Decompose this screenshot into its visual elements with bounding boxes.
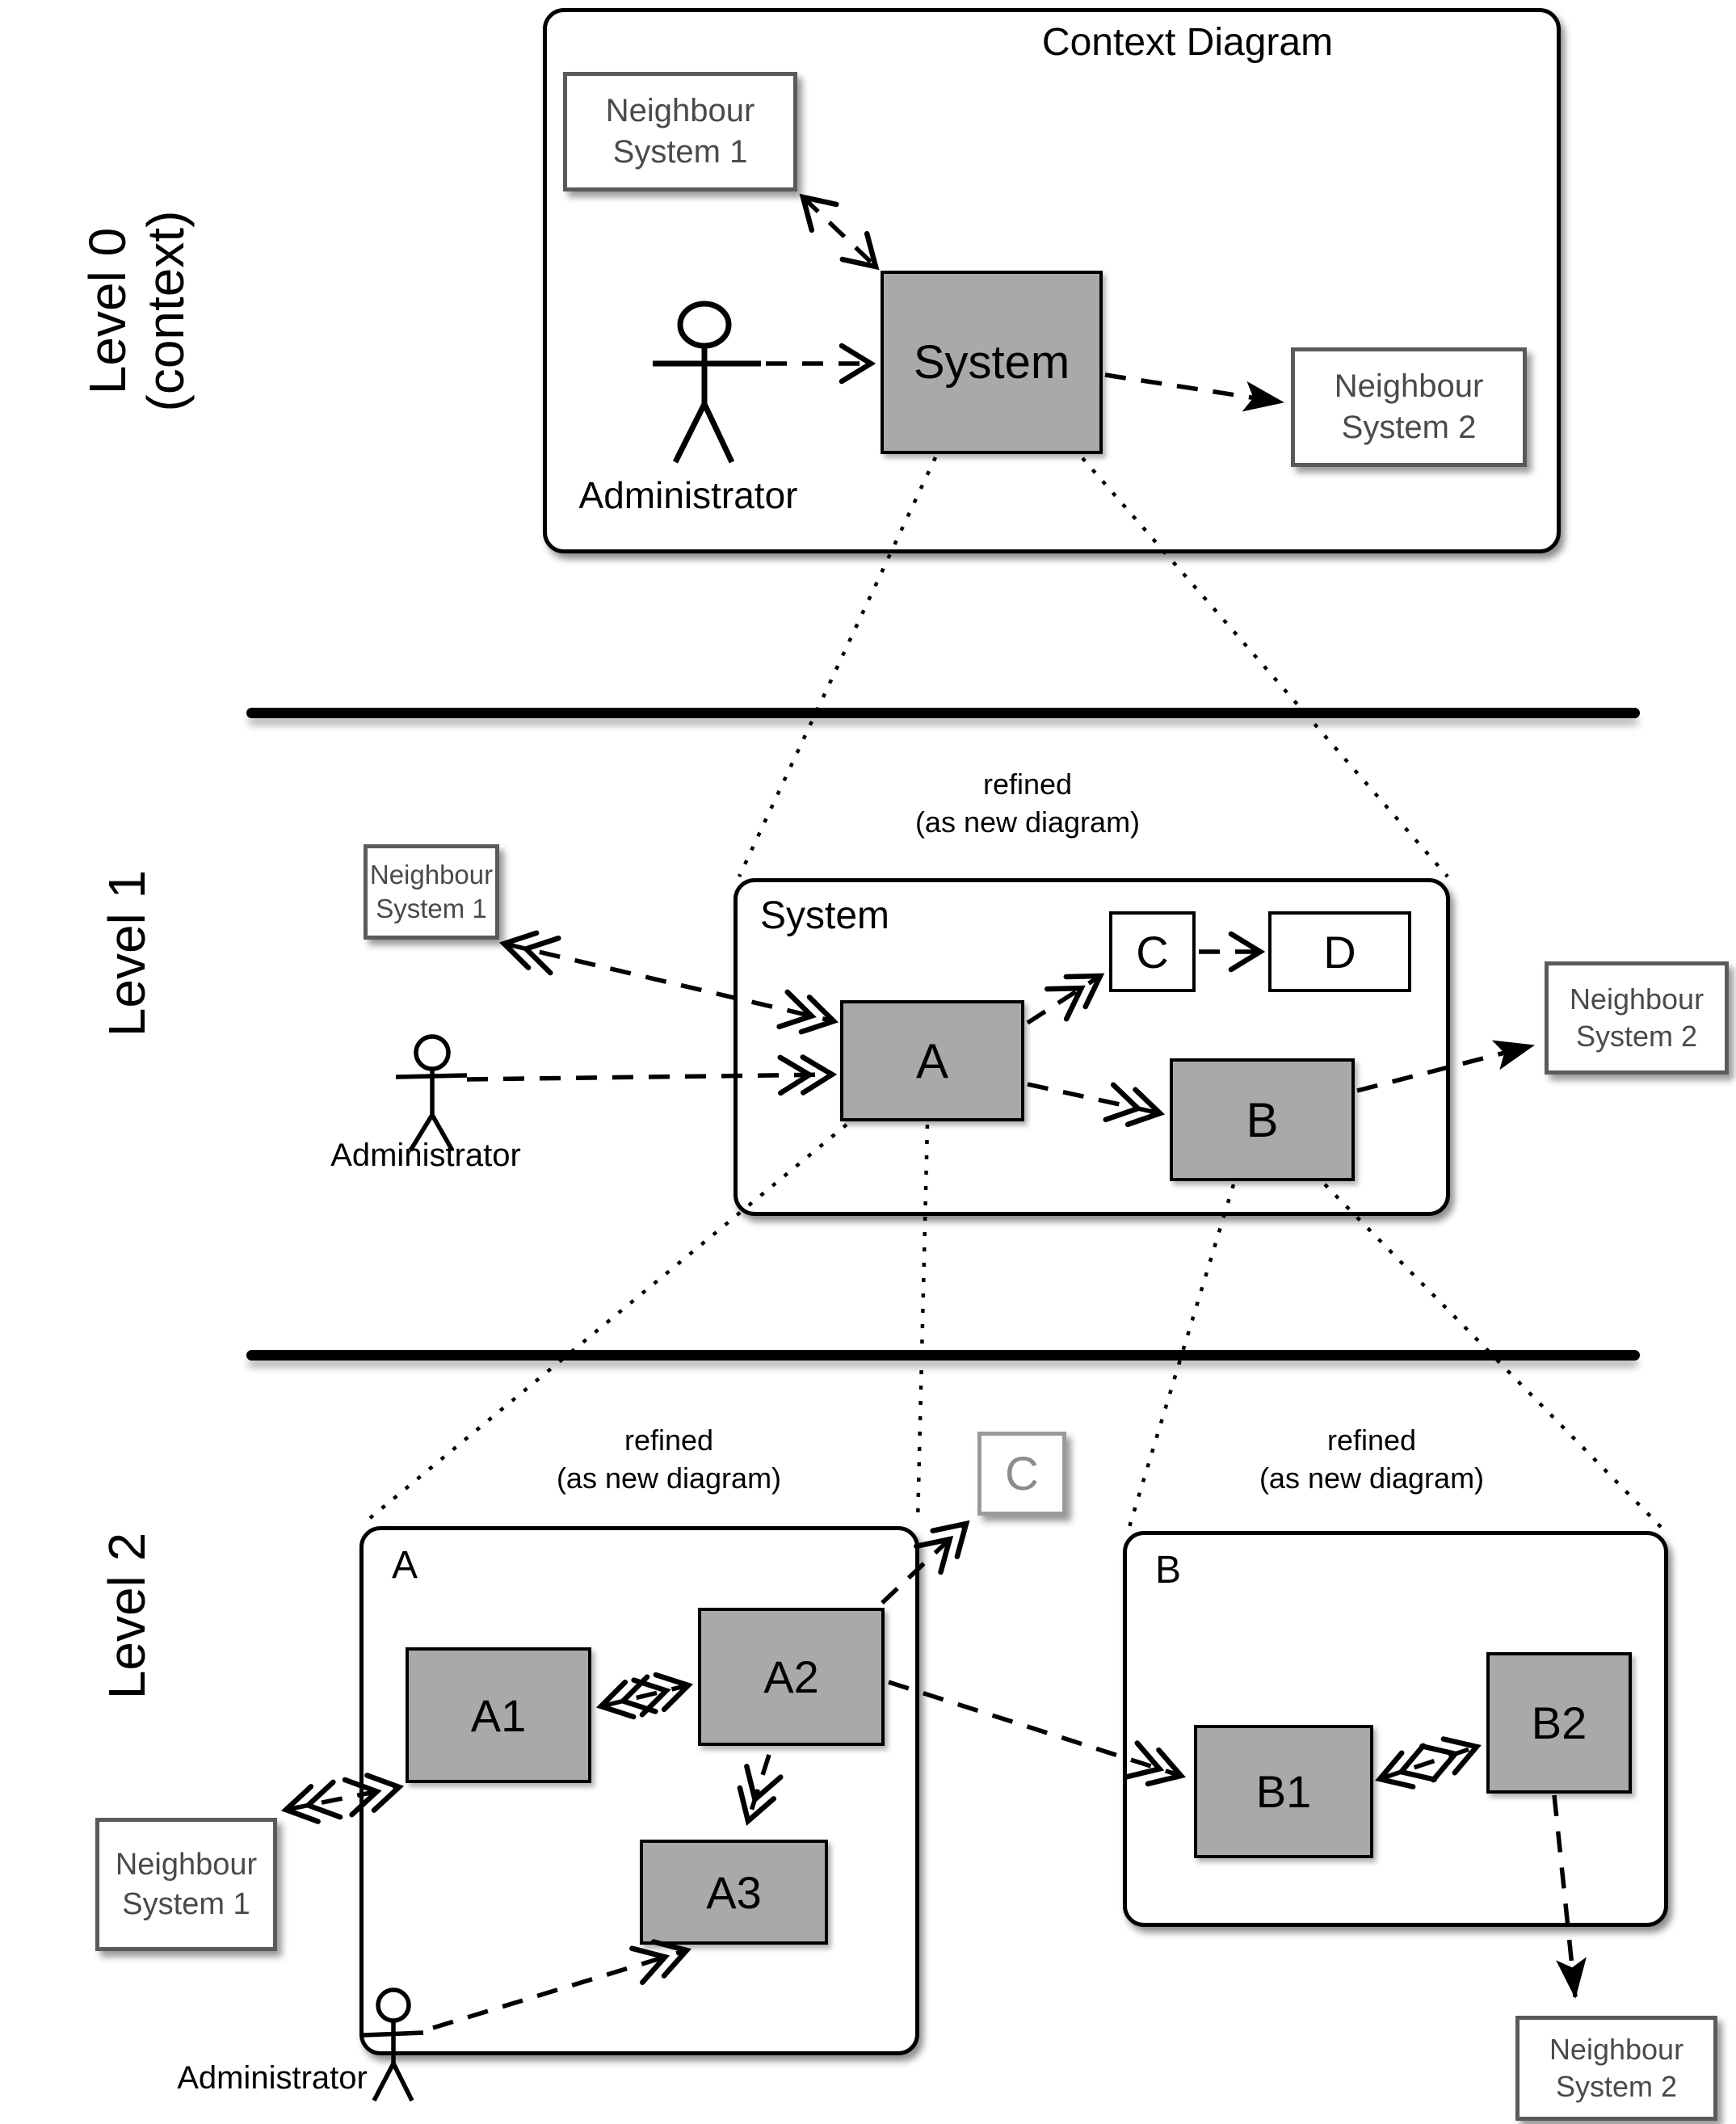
neighbour-system2-level2: Neighbour System 2 <box>1515 2016 1717 2121</box>
neighbour-system2-level2-line1: Neighbour <box>1549 2032 1684 2066</box>
administrator-label-level0: Administrator <box>578 474 798 516</box>
context-diagram-title: Context Diagram <box>1041 21 1334 64</box>
box-b2-level2: B2 <box>1486 1652 1632 1794</box>
side-label-level0: Level 0 (context) <box>73 178 202 444</box>
box-d-level1-label: D <box>1323 926 1356 978</box>
refined-note-level2-a-line2: (as new diagram) <box>556 1461 782 1495</box>
box-d-level1: D <box>1268 911 1411 992</box>
divider-level0-level1 <box>246 708 1640 718</box>
container-a-level2: A <box>359 1526 919 2055</box>
refined-note-level2-a-line1: refined <box>624 1424 714 1457</box>
box-a1-level2: A1 <box>406 1647 591 1783</box>
box-a3-level2: A3 <box>640 1840 828 1945</box>
system-container-level1-label: System <box>760 894 890 937</box>
system-box-level0-label: System <box>913 336 1070 389</box>
neighbour-system2-level0-line2: System 2 <box>1341 410 1477 445</box>
refined-note-level1-line1: refined <box>982 768 1073 801</box>
divider-level1-level2 <box>246 1350 1640 1361</box>
neighbour-system1-level0: Neighbour System 1 <box>563 72 797 191</box>
box-a-level1-label: A <box>915 1033 949 1088</box>
neighbour-system1-level2-line1: Neighbour <box>115 1847 258 1882</box>
side-label-level0-line1: Level 0 <box>78 227 137 395</box>
box-a-level1: A <box>840 1000 1024 1121</box>
neighbour-system2-level2-line2: System 2 <box>1555 2070 1678 2103</box>
box-a1-level2-label: A1 <box>470 1689 527 1741</box>
box-b1-level2-label: B1 <box>1255 1766 1312 1817</box>
refined-note-level2-b: refined (as new diagram) <box>1194 1422 1549 1498</box>
side-label-level2: Level 2 <box>95 1511 160 1721</box>
refined-note-level1-line2: (as new diagram) <box>914 805 1141 839</box>
side-label-level2-text: Level 2 <box>98 1532 157 1700</box>
neighbour-system1-level0-line1: Neighbour <box>605 92 755 128</box>
side-label-level1-text: Level 1 <box>98 869 157 1037</box>
side-label-level1: Level 1 <box>95 848 160 1058</box>
box-a2-level2: A2 <box>698 1608 885 1746</box>
neighbour-system1-level1-line2: System 1 <box>376 894 487 923</box>
container-b-level2-label: B <box>1155 1549 1182 1592</box>
administrator-figure-level1 <box>395 1034 468 1152</box>
administrator-label-level2: Administrator <box>177 2060 368 2096</box>
neighbour-system1-level0-line2: System 1 <box>612 134 748 170</box>
neighbour-system2-level1-line2: System 2 <box>1575 1020 1698 1053</box>
refined-note-level2-b-line1: refined <box>1326 1424 1417 1457</box>
referenced-box-c-level2: C <box>977 1432 1066 1516</box>
referenced-box-c-level2-label: C <box>1005 1447 1039 1500</box>
box-b-level1: B <box>1170 1058 1355 1181</box>
neighbour-system2-level1-line1: Neighbour <box>1569 982 1704 1016</box>
box-c-level1-label: C <box>1136 926 1169 978</box>
neighbour-system1-level2-line2: System 1 <box>122 1886 250 1921</box>
neighbour-system1-level1-line1: Neighbour <box>369 859 494 890</box>
administrator-label-level1: Administrator <box>330 1138 521 1173</box>
box-c-level1: C <box>1109 911 1196 992</box>
box-a3-level2-label: A3 <box>706 1866 762 1918</box>
box-b1-level2: B1 <box>1194 1725 1373 1858</box>
box-b2-level2-label: B2 <box>1531 1697 1587 1748</box>
refined-note-level2-b-line2: (as new diagram) <box>1259 1461 1485 1495</box>
box-b-level1-label: B <box>1246 1092 1279 1147</box>
neighbour-system2-level1: Neighbour System 2 <box>1545 961 1729 1075</box>
neighbour-system1-level2: Neighbour System 1 <box>95 1818 277 1951</box>
container-a-level2-label: A <box>392 1544 418 1587</box>
refined-note-level1: refined (as new diagram) <box>850 766 1205 842</box>
refined-note-level2-a: refined (as new diagram) <box>491 1422 847 1498</box>
neighbour-system2-level0-line1: Neighbour <box>1334 368 1484 404</box>
box-a2-level2-label: A2 <box>763 1651 819 1702</box>
neighbour-system1-level1: Neighbour System 1 <box>364 844 499 940</box>
side-label-level0-line2: (context) <box>137 210 195 412</box>
system-box-level0: System <box>881 271 1103 454</box>
neighbour-system2-level0: Neighbour System 2 <box>1291 347 1527 467</box>
